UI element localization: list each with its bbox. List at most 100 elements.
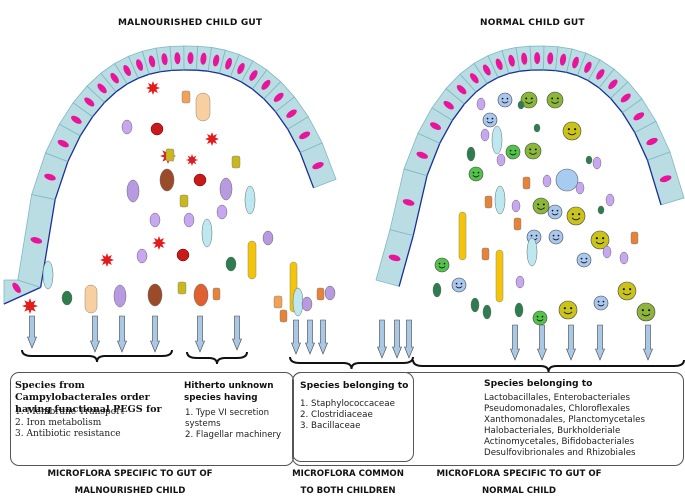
malnourished-villus <box>3 45 337 305</box>
list-item: 1. Membrane Transport <box>15 407 125 417</box>
nucleus <box>584 61 592 73</box>
lilac-bacterium <box>511 199 521 213</box>
mouth <box>509 153 517 156</box>
malnourished-microflora-box <box>10 372 294 466</box>
down-arrow <box>117 315 127 353</box>
blue-smiley <box>451 277 467 293</box>
list-item: Xanthomonadales, Planctomycetales <box>484 415 645 425</box>
eye <box>629 288 632 291</box>
spiky-bacterium <box>152 236 166 250</box>
cell-border <box>646 160 662 206</box>
eye <box>578 213 581 216</box>
nucleus <box>225 57 232 70</box>
cell-border <box>398 235 414 287</box>
down-arrow <box>195 315 205 353</box>
cell-border <box>451 103 465 121</box>
mouth <box>529 152 537 155</box>
cell-border <box>577 74 589 82</box>
lilac-bacterium <box>542 174 552 188</box>
eye <box>535 234 538 237</box>
eye <box>537 203 540 206</box>
orange-bacterium <box>316 287 325 301</box>
round-bacterium <box>585 155 593 165</box>
eye <box>648 309 651 312</box>
cell-border <box>475 82 488 93</box>
blue-smiley <box>593 295 609 311</box>
green-blob <box>546 91 564 109</box>
nucleus <box>402 199 415 206</box>
blue-smiley <box>547 204 563 220</box>
cell-border <box>287 128 301 153</box>
lilac-bacterium <box>149 212 161 228</box>
cell-border <box>497 72 509 79</box>
nucleus <box>495 58 503 71</box>
red-coccus <box>193 173 207 187</box>
down-arrow <box>404 319 414 359</box>
eye <box>542 203 545 206</box>
tadpole-bacterium <box>244 185 256 215</box>
green-blob <box>524 142 542 160</box>
purple-bacterium <box>219 177 233 201</box>
cell-border <box>252 88 265 100</box>
round-bacterium <box>517 100 525 110</box>
nucleus <box>620 93 631 103</box>
orange-bacterium <box>630 231 639 245</box>
nucleus <box>456 84 467 95</box>
yellow-rod <box>247 240 257 280</box>
eye <box>574 128 577 131</box>
small-bacterium <box>165 148 175 162</box>
mouth <box>501 101 509 104</box>
eye <box>595 237 598 240</box>
cell-border <box>610 97 623 114</box>
cell-border <box>240 81 253 90</box>
footer-line: MICROFLORA COMMON <box>292 469 404 479</box>
yellow-rod <box>458 211 467 261</box>
cell-border <box>439 120 453 144</box>
down-arrow <box>537 324 547 361</box>
round-bacterium <box>482 304 492 320</box>
list-item: 1. Staphylococcaceae <box>300 399 395 409</box>
eye <box>486 117 489 120</box>
eye <box>509 149 512 152</box>
spiky-bacterium <box>186 154 198 166</box>
nucleus <box>534 52 541 65</box>
nucleus <box>273 92 284 102</box>
cell-border <box>208 70 220 74</box>
lilac-bacterium <box>602 245 612 259</box>
nucleus <box>187 52 194 65</box>
eye <box>534 148 537 151</box>
list-item: 2. Flagellar machinery <box>185 430 282 440</box>
cell-border <box>149 71 161 75</box>
orange-bacterium <box>212 287 221 301</box>
tadpole-bacterium <box>292 287 304 317</box>
cell-border <box>160 69 172 73</box>
cell-border <box>275 111 289 130</box>
down-arrow <box>643 324 653 361</box>
cell-border <box>486 76 499 84</box>
nucleus <box>312 162 324 170</box>
cell-border <box>543 69 556 72</box>
list-item: 3. Bacillaceae <box>300 421 361 431</box>
round-bacterium <box>514 302 524 318</box>
spiky-bacterium <box>22 298 38 314</box>
eye <box>460 282 463 285</box>
footer-line: MICROFLORA SPECIFIC TO GUT OF <box>436 469 602 479</box>
cell-border <box>299 152 315 189</box>
spiky-bacterium <box>100 253 114 267</box>
orange-bacterium <box>522 176 531 190</box>
yellow-rod <box>495 249 504 303</box>
mouth <box>455 286 463 289</box>
lilac-bacterium <box>575 181 585 195</box>
cell-border <box>104 91 117 103</box>
round-bacterium <box>597 205 605 215</box>
nucleus <box>110 72 119 84</box>
eye <box>552 234 555 237</box>
cell-border <box>196 69 209 72</box>
nucleus <box>136 59 144 71</box>
nucleus <box>97 83 107 94</box>
mouth <box>571 217 581 221</box>
nucleus <box>174 52 181 65</box>
nucleus <box>608 79 618 90</box>
unknown-species-title: Hitherto unknown species having <box>184 381 274 403</box>
